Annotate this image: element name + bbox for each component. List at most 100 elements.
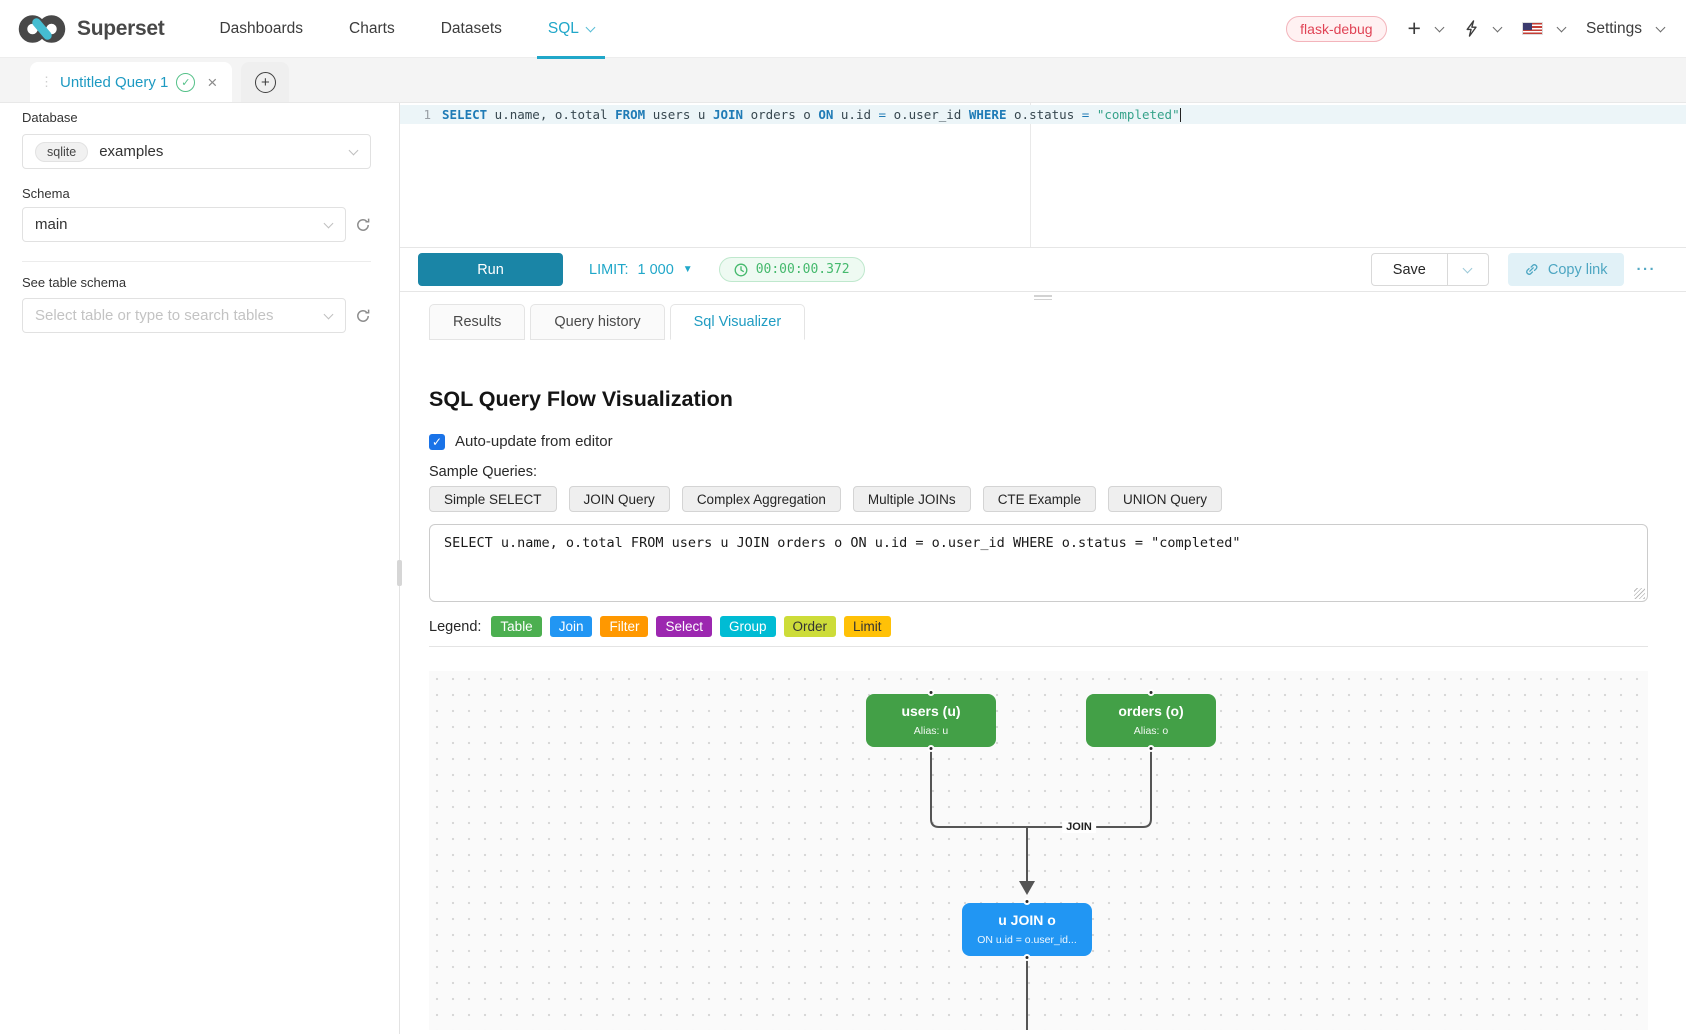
visualizer-sql-input[interactable]: SELECT u.name, o.total FROM users u JOIN… [429,524,1648,602]
nav-item-datasets[interactable]: Datasets [418,0,525,58]
node-subtitle: Alias: u [913,725,949,737]
drag-handle-icon[interactable]: ⋮ [40,74,53,89]
sample-query-button-join-query[interactable]: JOIN Query [568,486,670,512]
sql-token: ON [818,106,834,122]
sql-token: = [1081,106,1090,122]
tab-results[interactable]: Results [429,304,526,340]
limit-dropdown[interactable]: LIMIT: 1 000 ▼ [589,262,693,278]
sample-query-button-cte-example[interactable]: CTE Example [982,486,1096,512]
tab-sql-visualizer[interactable]: Sql Visualizer [669,304,806,340]
sample-queries-label: Sample Queries: [429,464,537,480]
sidebar-resize-handle[interactable] [397,560,402,586]
node-title: u JOIN o [998,912,1056,928]
run-button[interactable]: Run [418,253,563,286]
node-subtitle: Alias: o [1133,725,1169,737]
schema-select[interactable]: main [22,207,346,242]
clock-icon [734,263,748,276]
tab-query-history[interactable]: Query history [530,304,665,340]
sql-token [1089,107,1097,122]
table-select[interactable]: Select table or type to search tables [22,298,346,333]
flow-edges [930,749,1152,1030]
chevron-down-icon [323,309,334,319]
settings-menu[interactable]: Settings [1586,20,1666,38]
plus-icon: + [1407,15,1421,41]
query-search-menu[interactable] [1464,20,1503,37]
database-select[interactable]: sqlite examples [22,134,371,169]
sample-query-button-complex-aggregation[interactable]: Complex Aggregation [681,486,841,512]
sql-token: SELECT [442,106,488,122]
nav-item-label: Dashboards [219,19,304,37]
nav-item-label: Charts [349,19,395,37]
join-edge-label: JOIN [1062,821,1096,833]
auto-update-label: Auto-update from editor [455,433,613,450]
new-tab-plus-icon: + [254,71,276,93]
superset-brand[interactable]: Superset [16,14,165,44]
legend-badge-order: Order [783,616,837,637]
chevron-down-icon [348,145,359,155]
node-handle[interactable] [1147,745,1155,752]
node-handle[interactable] [1023,954,1031,961]
section-divider [429,646,1648,647]
sample-query-button-multiple-joins[interactable]: Multiple JOINs [852,486,971,512]
sample-query-buttons: Simple SELECT JOIN Query Complex Aggregati… [429,486,1648,512]
sql-editor[interactable]: 1 SELECT u.name, o.total FROM users u JO… [400,103,1686,248]
node-handle[interactable] [1147,689,1155,696]
node-subtitle: ON u.id = o.user_id... [977,934,1077,946]
close-tab-icon[interactable]: × [207,72,218,92]
editor-active-line: 1 SELECT u.name, o.total FROM users u JO… [400,105,1686,124]
sql-token: o.status [1006,106,1082,122]
more-actions-button[interactable]: ··· [1636,261,1656,278]
saved-check-icon: ✓ [176,72,196,92]
brand-name: Superset [77,16,165,40]
panel-resize-handle[interactable] [1034,295,1052,300]
node-handle[interactable] [927,689,935,696]
nav-item-sql[interactable]: SQL [525,0,617,59]
save-button[interactable]: Save [1370,253,1447,286]
sql-token: = [878,106,887,122]
query-tab-untitled-query-1[interactable]: ⋮ Untitled Query 1 ✓ × [30,62,233,102]
database-select-value: examples [99,143,164,160]
node-title: users (u) [901,703,961,719]
schema-select-value: main [35,216,68,233]
flow-diagram-canvas[interactable]: JOIN users (u) Alias: u orders (o) Alias… [429,671,1648,1030]
node-handle[interactable] [927,745,935,752]
save-button-group: Save [1370,253,1489,286]
sample-query-button-union-query[interactable]: UNION Query [1107,486,1222,512]
sample-query-button-simple-select[interactable]: Simple SELECT [429,486,557,512]
limit-value: 1 000 [637,261,674,278]
text-cursor [1179,108,1182,123]
database-engine-badge: sqlite [35,141,89,162]
limit-label: LIMIT: [589,261,629,278]
refresh-tables-icon[interactable] [355,308,371,324]
copy-link-button[interactable]: Copy link [1507,253,1624,286]
textarea-resize-grip[interactable] [1634,588,1645,599]
refresh-schema-icon[interactable] [355,217,371,233]
sql-token: users u [645,106,713,122]
legend-badge-join: Join [549,616,593,637]
query-tab-strip: ⋮ Untitled Query 1 ✓ × + [0,58,1686,103]
sql-token: o.user_id [886,106,969,122]
flow-node-orders[interactable]: orders (o) Alias: o [1086,689,1216,752]
flow-node-users[interactable]: users (u) Alias: u [866,689,996,752]
chevron-down-icon [1462,263,1473,274]
save-dropdown-button[interactable] [1446,253,1489,286]
query-tab-label: Untitled Query 1 [60,73,169,91]
nav-item-dashboards[interactable]: Dashboards [196,0,326,58]
nav-item-charts[interactable]: Charts [326,0,418,58]
sql-lab-editor-pane: 1 SELECT u.name, o.total FROM users u JO… [400,103,1686,1034]
auto-update-checkbox[interactable]: ✓ [429,433,445,450]
superset-logo-icon [18,14,66,43]
new-query-tab-button[interactable]: + [241,62,290,102]
query-timer-badge: 00:00:00.372 [718,257,865,282]
new-object-menu[interactable]: + [1407,15,1445,41]
nav-item-label: Datasets [440,19,502,37]
chevron-down-icon [1556,22,1567,32]
print-margin-line [1030,103,1031,247]
flow-node-join[interactable]: u JOIN o ON u.id = o.user_id... [962,898,1092,961]
node-handle[interactable] [1023,898,1031,905]
language-picker[interactable] [1521,22,1567,35]
navbar-right: flask-debug + Settings [1286,15,1666,42]
auto-update-row: ✓ Auto-update from editor [429,433,1648,450]
chevron-down-icon [585,22,596,32]
